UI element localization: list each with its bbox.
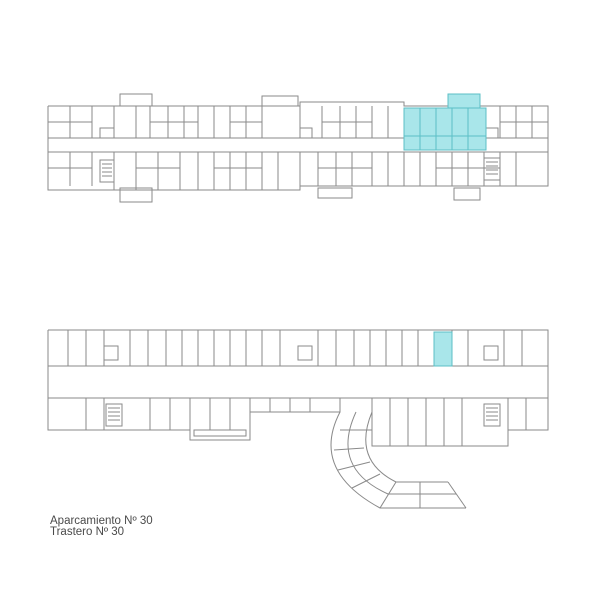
- upper-stair-cores: [100, 128, 500, 182]
- basement-service-rooms: [250, 398, 340, 412]
- top-projection-center: [262, 96, 298, 106]
- upper-outer-wall: [48, 102, 548, 190]
- basement-stair-cores: [104, 346, 500, 426]
- upper-floor-plan: [48, 94, 548, 202]
- parking-space-label: Aparcamiento Nº 30: [50, 515, 153, 527]
- highlighted-parking-space: [434, 332, 452, 366]
- parking-bays-bottom: [86, 398, 526, 446]
- upper-top-room-partitions: [48, 106, 548, 138]
- bottom-projection-right: [454, 188, 480, 200]
- top-projection-left: [120, 94, 152, 106]
- basement-parking-plan: [48, 330, 548, 508]
- parking-bays-top: [68, 330, 522, 366]
- highlighted-storage-unit: [404, 94, 486, 150]
- upper-bottom-room-partitions: [48, 152, 516, 190]
- storage-room-label: Trastero Nº 30: [50, 526, 125, 538]
- access-ramp: [331, 412, 466, 508]
- legend-caption: Aparcamiento Nº 30 Trastero Nº 30: [50, 515, 153, 538]
- bottom-projection-center: [318, 188, 352, 198]
